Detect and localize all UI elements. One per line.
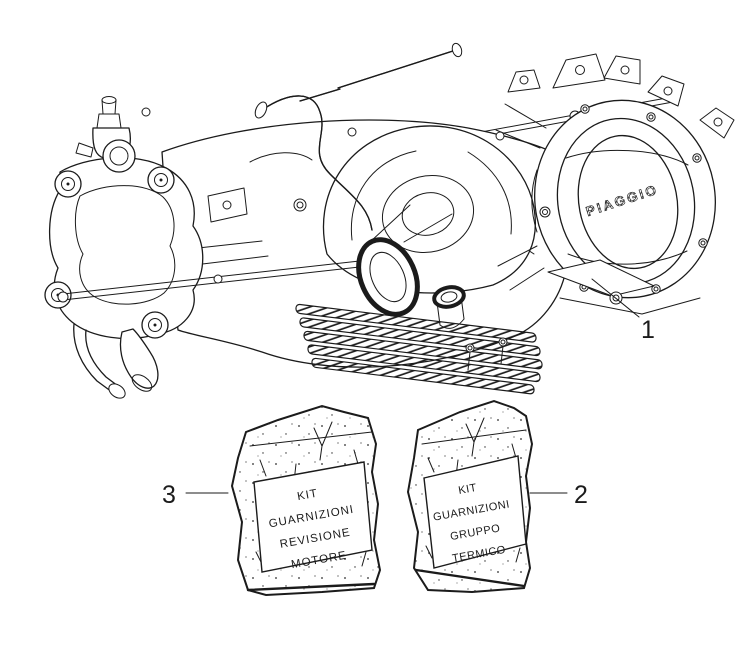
bag-label-panel bbox=[253, 461, 373, 573]
callout-2: 2 bbox=[529, 481, 588, 509]
misc-bolts bbox=[347, 127, 551, 371]
top-mounting-brackets bbox=[507, 53, 735, 139]
callout-number-2: 2 bbox=[574, 481, 588, 509]
gasket-kit-revisione-bag: KIT GUARNIZIONI REVISIONE MOTORE bbox=[230, 404, 382, 597]
callout-number-1: 1 bbox=[641, 316, 655, 344]
cylinder-head bbox=[44, 157, 204, 392]
callout-1: 1 bbox=[591, 278, 655, 344]
intake-bell bbox=[356, 204, 453, 317]
callout-number-3: 3 bbox=[162, 481, 176, 509]
coolant-hose bbox=[254, 95, 373, 231]
outlet-stub bbox=[432, 285, 466, 329]
engine-illustration: PIAGGIO bbox=[44, 42, 735, 399]
bag-label-panel bbox=[423, 455, 527, 569]
kit-line: KIT bbox=[457, 482, 477, 497]
frame-tube bbox=[299, 42, 463, 102]
lower-mount-arm bbox=[73, 323, 126, 399]
thermostat-housing bbox=[75, 96, 151, 173]
kit-line: KIT bbox=[296, 488, 319, 503]
spark-plug-boot bbox=[119, 328, 159, 389]
gasket-kit-termico-bag: KIT GUARNIZIONI GRUPPO TERMICO bbox=[406, 399, 534, 594]
cooling-fins bbox=[295, 303, 543, 395]
callout-3: 3 bbox=[162, 481, 229, 509]
leader-line bbox=[591, 278, 640, 318]
cover-rim-bolts bbox=[579, 104, 708, 294]
cvt-cover: PIAGGIO bbox=[495, 99, 716, 299]
